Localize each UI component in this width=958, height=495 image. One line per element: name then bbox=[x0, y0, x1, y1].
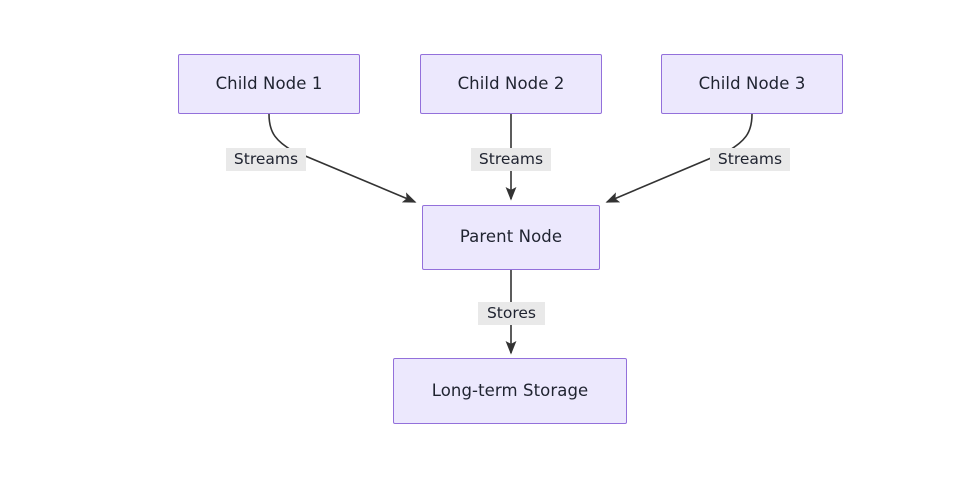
node-child-node-2-label: Child Node 2 bbox=[457, 73, 565, 93]
node-long-term-storage[interactable]: Long-term Storage bbox=[393, 358, 627, 424]
edge-label-streams-2: Streams bbox=[471, 148, 551, 172]
edge-label-streams-3: Streams bbox=[710, 148, 790, 172]
edge-label-stores: Stores bbox=[478, 302, 545, 326]
edge-label-streams-1: Streams bbox=[226, 148, 306, 172]
node-child-node-3-label: Child Node 3 bbox=[698, 73, 806, 93]
node-parent-node-label: Parent Node bbox=[459, 227, 563, 247]
node-parent-node[interactable]: Parent Node bbox=[422, 205, 600, 270]
node-long-term-storage-label: Long-term Storage bbox=[431, 380, 589, 400]
node-child-node-3[interactable]: Child Node 3 bbox=[661, 54, 843, 114]
node-child-node-1-label: Child Node 1 bbox=[215, 73, 323, 93]
node-child-node-1[interactable]: Child Node 1 bbox=[178, 54, 360, 114]
node-child-node-2[interactable]: Child Node 2 bbox=[420, 54, 602, 114]
